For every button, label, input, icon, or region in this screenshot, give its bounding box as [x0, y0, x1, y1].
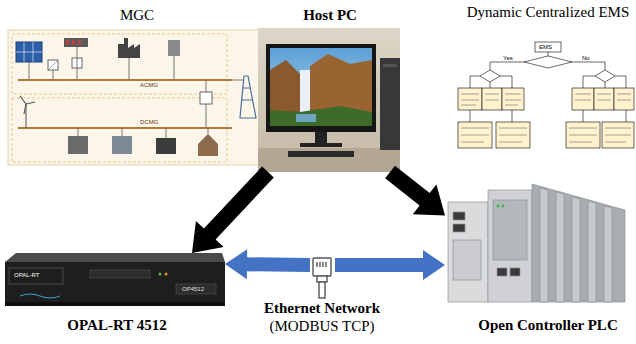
block-arrow	[225, 249, 310, 279]
opal-rt-box: OPAL-RT 4512	[5, 253, 225, 306]
bus-label: DCMG	[140, 119, 158, 126]
plc-device	[448, 184, 625, 302]
node-heading: MGC	[120, 7, 154, 24]
flow-label: EMS	[539, 44, 552, 51]
flow-label: No	[582, 55, 590, 62]
node-heading: Host PC	[303, 7, 357, 24]
ethernet-cable-icon	[313, 258, 331, 298]
mgc-picture: MGC	[8, 30, 265, 165]
block-arrow	[335, 250, 445, 280]
ems-flowchart	[458, 42, 634, 148]
device-model: OP4512	[182, 286, 204, 293]
device-logo: OPAL-RT	[14, 272, 39, 279]
opal-rt-device	[5, 253, 225, 306]
ems-flowchart-box: Dynamic Centralized EMS	[455, 42, 635, 165]
ethernet-box: Ethernet Network(MODBUS TCP)	[310, 255, 335, 300]
node-heading: Dynamic Centralized EMS	[462, 4, 634, 21]
node-heading: OPAL-RT 4512	[67, 317, 166, 334]
bus-label: ACMG	[140, 82, 158, 89]
mgc-schematic	[8, 30, 265, 165]
flow-label: Yes	[503, 55, 513, 62]
host-pc-picture: Host PC	[258, 28, 400, 172]
block-arrow	[385, 166, 445, 216]
node-heading: Ethernet Network	[264, 300, 380, 317]
host-pc-photo	[258, 28, 400, 172]
plc-box: Open Controller PLC	[445, 182, 627, 306]
node-heading: Open Controller PLC	[478, 317, 617, 334]
node-subtext: (MODBUS TCP)	[269, 318, 374, 335]
block-arrow	[192, 167, 274, 254]
